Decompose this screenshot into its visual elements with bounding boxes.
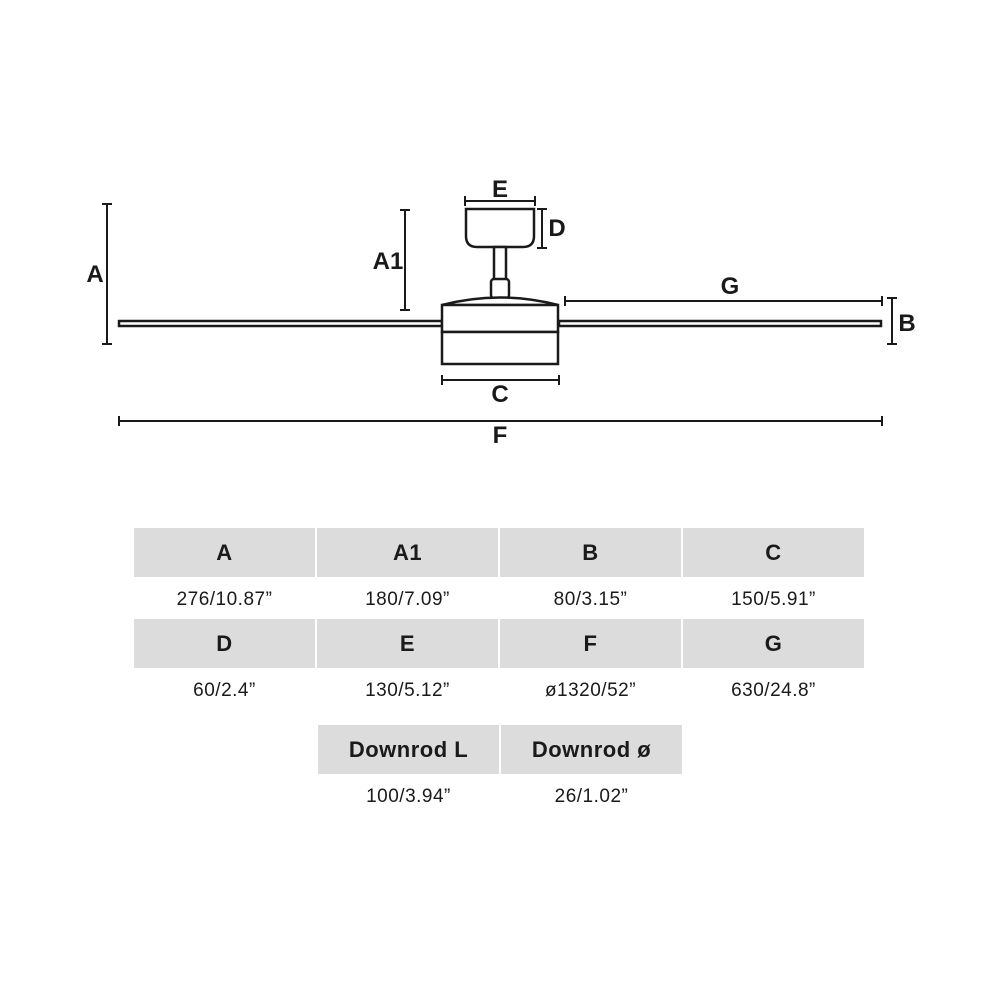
spec-head-d: D	[134, 619, 315, 668]
dimension-c-line	[441, 375, 560, 385]
dimension-d-line	[537, 208, 547, 249]
spec-value-a: 276/10.87”	[176, 589, 273, 610]
label-a: A	[86, 261, 103, 288]
fan-dimension-diagram: A A1 E D G B C F	[86, 176, 915, 449]
spec-value-e: 130/5.12”	[365, 680, 450, 701]
dimension-g-line	[564, 296, 883, 306]
spec-value-b: 80/3.15”	[553, 589, 628, 610]
dimension-b-line	[887, 297, 897, 345]
dimension-e-line	[464, 196, 536, 206]
spec-head-c: C	[683, 528, 864, 577]
spec-value-downrod-length: 100/3.94”	[366, 786, 451, 807]
dimension-a1-line	[400, 209, 410, 311]
right-blade	[557, 319, 883, 328]
spec-head-f: F	[500, 619, 681, 668]
spec-value-d: 60/2.4”	[193, 680, 256, 701]
spec-value-a1: 180/7.09”	[365, 589, 450, 610]
spec-head-a: A	[134, 528, 315, 577]
spec-head-a1: A1	[317, 528, 498, 577]
label-c: C	[491, 381, 508, 408]
downrod	[492, 245, 508, 283]
spec-head-e: E	[317, 619, 498, 668]
label-e: E	[492, 176, 508, 203]
label-b: B	[898, 310, 915, 337]
label-a1: A1	[373, 248, 404, 275]
spec-value-g: 630/24.8”	[731, 680, 816, 701]
spec-head-downrod-length: Downrod L	[318, 725, 499, 774]
label-g: G	[721, 273, 740, 300]
spec-value-f: ø1320/52”	[544, 680, 637, 701]
dimension-a-line	[102, 203, 112, 345]
downrod-coupler	[489, 277, 511, 300]
spec-value-c: 150/5.91”	[731, 589, 816, 610]
light-kit	[440, 330, 560, 366]
canopy	[464, 207, 536, 249]
left-blade	[117, 319, 444, 328]
spec-head-b: B	[500, 528, 681, 577]
dimension-f-line	[118, 416, 883, 426]
motor-housing	[440, 303, 560, 334]
label-f: F	[493, 422, 508, 449]
spec-head-g: G	[683, 619, 864, 668]
label-d: D	[548, 215, 565, 242]
spec-head-downrod-diameter: Downrod ø	[501, 725, 682, 774]
spec-value-downrod-diameter: 26/1.02”	[554, 786, 629, 807]
